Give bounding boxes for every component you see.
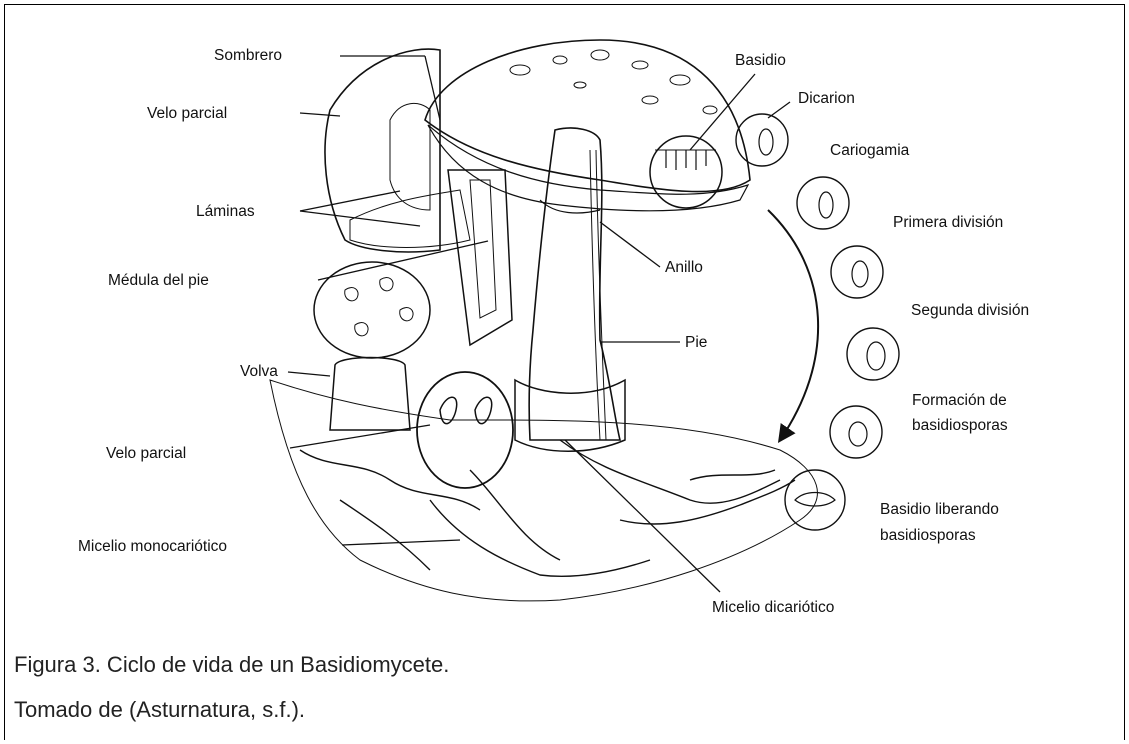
label-pie: Pie (685, 334, 707, 351)
label-liberando-2: basidiosporas (880, 527, 976, 544)
main-stem (515, 128, 625, 451)
label-anillo: Anillo (665, 259, 703, 276)
label-formacion-1: Formación de (912, 392, 1007, 409)
label-velo-parcial-bottom: Velo parcial (106, 445, 186, 462)
stage-circle-liberando (785, 470, 845, 530)
label-basidio: Basidio (735, 52, 786, 69)
button-stage (417, 372, 513, 488)
label-micelio-dicariotico: Micelio dicariótico (712, 599, 834, 616)
stage-circle-primera-division (831, 246, 883, 298)
basidium-magnifier (650, 136, 722, 208)
mycelium-threads (300, 440, 795, 576)
stage-circle-segunda-division (847, 328, 899, 380)
young-mushroom (314, 262, 430, 430)
stage-circle-cariogamia (797, 177, 849, 229)
sectioned-cap (325, 49, 470, 252)
stage-circle-formacion (830, 406, 882, 458)
label-volva: Volva (240, 363, 278, 380)
label-micelio-monocariotico: Micelio monocariótico (78, 538, 227, 555)
label-segunda-division: Segunda división (911, 302, 1029, 319)
figure-caption: Figura 3. Ciclo de vida de un Basidiomyc… (14, 652, 449, 678)
cycle-arrow (768, 210, 818, 440)
mature-cap (425, 40, 750, 211)
label-medula-del-pie: Médula del pie (108, 272, 209, 289)
label-liberando-1: Basidio liberando (880, 501, 999, 518)
label-dicarion: Dicarion (798, 90, 855, 107)
stage-circle-dicarion (736, 114, 788, 166)
leader-lines (288, 56, 790, 592)
label-laminas: Láminas (196, 203, 255, 220)
figure-source: Tomado de (Asturnatura, s.f.). (14, 697, 305, 723)
label-cariogamia: Cariogamia (830, 142, 910, 159)
label-primera-division: Primera división (893, 214, 1003, 231)
soil-ground (270, 380, 817, 601)
label-sombrero: Sombrero (214, 47, 282, 64)
label-formacion-2: basidiosporas (912, 417, 1008, 434)
label-velo-parcial-top: Velo parcial (147, 105, 227, 122)
sectioned-stem (448, 170, 512, 345)
basidiomycete-life-cycle-diagram: Sombrero Velo parcial Láminas Médula del… (0, 0, 1129, 650)
